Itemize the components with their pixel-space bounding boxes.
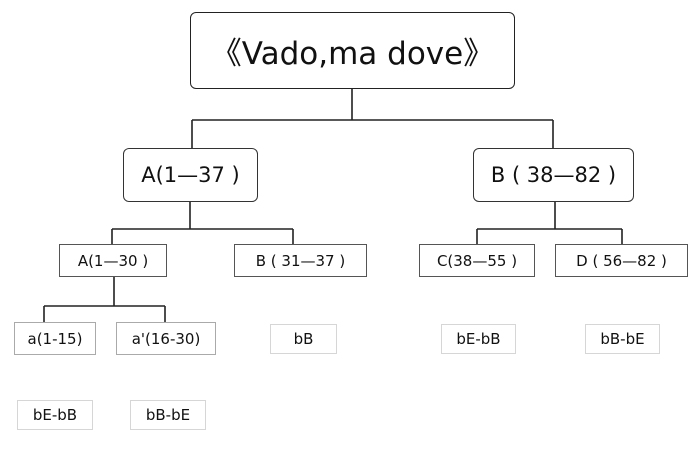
edge-a30-level3 [43,277,166,322]
node-b-31-37: B ( 31—37 ) [234,244,367,277]
node-be-bb-c: bE-bB [441,324,516,354]
node-a-1-37: A(1—37 ) [123,148,258,202]
node-d-56-82: D ( 56—82 ) [555,244,688,277]
node-a-1-30: A(1—30 ) [59,244,167,277]
node-b-38-82: B ( 38—82 ) [473,148,634,202]
node-be-bb-bottom: bE-bB [17,400,93,430]
node-bb-be-d: bB-bE [585,324,660,354]
edge-b-level2 [476,202,623,244]
node-c-38-55: C(38—55 ) [419,244,535,277]
edge-root-level1 [191,89,554,148]
root-node: 《Vado,ma dove》 [190,12,515,89]
node-bb: bB [270,324,337,354]
node-bb-be-bottom: bB-bE [130,400,206,430]
edge-a-level2 [111,202,294,244]
node-a-16-30: a'(16-30) [116,322,216,355]
node-a-1-15: a(1-15) [14,322,96,355]
